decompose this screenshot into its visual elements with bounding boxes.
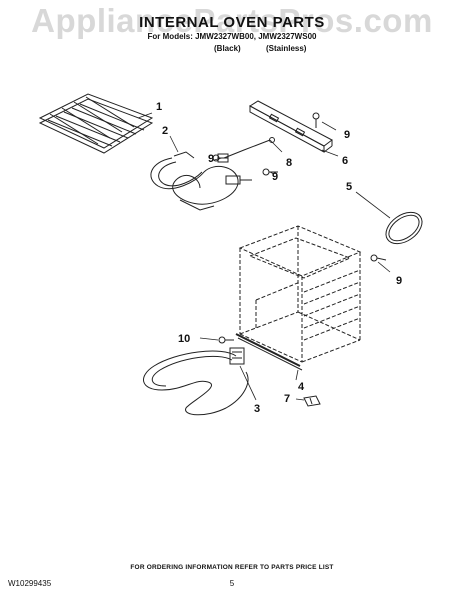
bake-element xyxy=(143,347,249,416)
document-number: W10299435 xyxy=(8,579,52,588)
callout-9-a: 9 xyxy=(344,129,350,141)
callout-9-b: 9 xyxy=(208,153,214,165)
callout-10: 10 xyxy=(178,333,190,345)
callout-1: 1 xyxy=(156,101,162,113)
oven-cavity xyxy=(238,225,362,363)
light-lens xyxy=(385,211,423,245)
element-rod xyxy=(235,333,303,371)
callout-5: 5 xyxy=(346,181,352,193)
callout-8: 8 xyxy=(286,157,292,169)
callout-leaders xyxy=(137,112,391,401)
models-line: For Models: JMW2327WB00, JMW2327WS00 xyxy=(147,32,317,41)
callout-3: 3 xyxy=(254,403,260,415)
callout-7: 7 xyxy=(284,393,290,405)
callout-2: 2 xyxy=(162,125,168,137)
vent-bracket xyxy=(249,100,333,153)
callout-9-c: 9 xyxy=(272,171,278,183)
finish-stainless-label: (Stainless) xyxy=(266,44,307,53)
callout-4: 4 xyxy=(298,381,305,393)
callout-6: 6 xyxy=(342,155,348,167)
callout-9-d: 9 xyxy=(396,275,402,287)
element-clip xyxy=(303,395,321,407)
watermark: AppliancePartsPros.com xyxy=(31,2,433,39)
page-number: 5 xyxy=(229,579,235,588)
broil-element xyxy=(150,151,252,211)
ordering-note: FOR ORDERING INFORMATION REFER TO PARTS … xyxy=(130,564,334,571)
finish-black-label: (Black) xyxy=(214,44,241,53)
oven-rack xyxy=(38,93,154,154)
page-title: INTERNAL OVEN PARTS xyxy=(139,14,325,31)
